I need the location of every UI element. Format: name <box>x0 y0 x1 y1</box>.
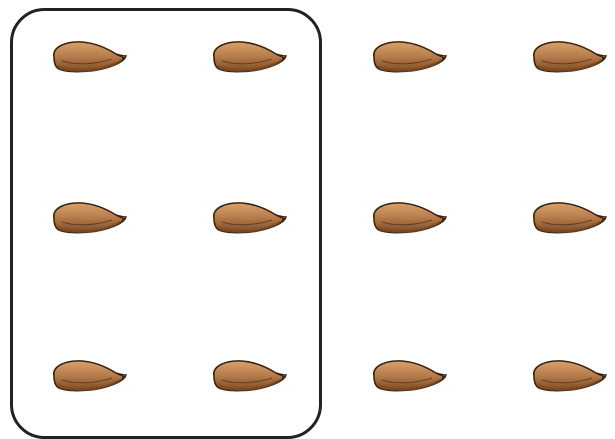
almond-icon <box>214 203 286 233</box>
almond-icon <box>374 42 446 72</box>
almond-icon <box>534 361 606 391</box>
almond-icon <box>54 203 126 233</box>
almond-icon <box>374 361 446 391</box>
almond-icon <box>534 42 606 72</box>
almond-icon <box>54 42 126 72</box>
almond-icon <box>214 361 286 391</box>
almond-icon <box>534 203 606 233</box>
almond-icon <box>214 42 286 72</box>
almond-icon <box>54 361 126 391</box>
almond-grid <box>54 42 606 391</box>
almond-icon <box>374 203 446 233</box>
